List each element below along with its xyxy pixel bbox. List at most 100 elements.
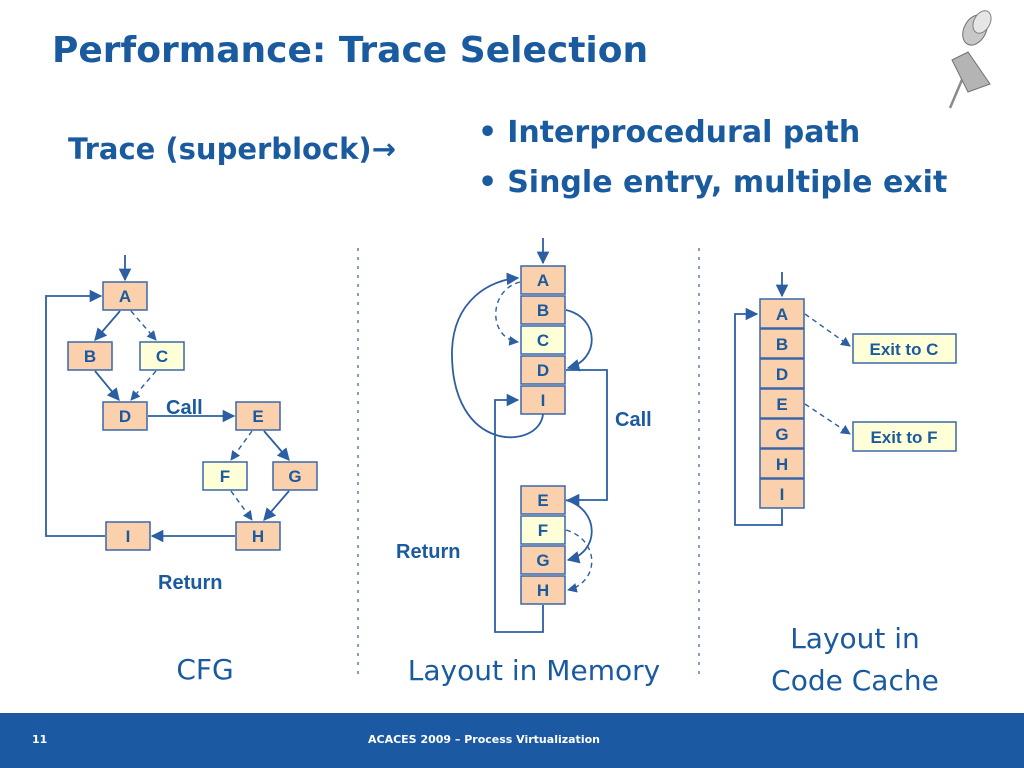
cache-block-h: H [759,448,805,479]
cfg-node-f: F [202,461,248,491]
cfg-node-g: G [272,461,318,491]
memory-block-g: G [520,545,566,575]
memory-layout: A B C D I E F G [396,238,660,687]
cfg-node-c: C [139,341,185,371]
cfg-caption: CFG [176,653,233,686]
node-label: G [288,467,301,486]
edge-loop-i-a [451,272,544,439]
cache-block-a: A [759,298,805,329]
edge-b-d [565,309,593,372]
memory-block-d: D [520,355,566,385]
bullet-list: • Interprocedural path • Single entry, mul… [478,110,947,210]
edge-return [494,393,544,633]
block-label: H [537,581,549,600]
node-label: E [252,407,263,426]
node-label: A [119,287,131,306]
pushpin-icon [948,10,992,109]
call-label: Call [166,397,203,419]
cfg-node-d: D [102,401,148,431]
cache-block-d: D [759,358,805,389]
cache-block-g: G [759,418,805,449]
cache-caption-line: Code Cache [771,664,939,697]
exit-stub-c: Exit to C [852,333,957,364]
trace-label: Trace (superblock)→ [68,132,396,166]
block-label: E [537,491,548,510]
node-label: H [252,527,264,546]
block-label: C [537,331,549,350]
edge-b-d [94,370,120,401]
bullet-dot: • [478,115,498,150]
edge-e-g [263,430,290,461]
block-label: E [776,395,787,414]
cfg-node-b: B [67,341,113,371]
cache-block-b: B [759,328,805,359]
edge-exit-c [804,313,851,347]
memory-caption: Layout in Memory [408,654,660,687]
right-arrow-icon: → [371,132,396,166]
edge-f-h [230,490,253,521]
cache-block-i: I [759,478,805,509]
slide-title: Performance: Trace Selection [52,30,649,71]
block-label: D [776,365,788,384]
edge-g-h [263,490,290,521]
memory-block-f: F [520,515,566,545]
edge-c-d [130,370,157,401]
call-label: Call [615,409,652,431]
edge-a-c [130,310,157,341]
code-cache-layout: A B D E G H I Exit to C [734,272,957,697]
edge-a-c [495,281,521,346]
exit-label: Exit to F [870,428,937,447]
bullet-text: Interprocedural path [507,115,861,150]
memory-block-a: A [520,265,566,295]
exit-stub-f: Exit to F [852,421,957,452]
cfg-diagram: A B C D E F G H [45,255,318,686]
edge-f-h [565,529,593,593]
node-label: C [156,347,168,366]
block-label: B [776,335,788,354]
block-label: A [537,271,549,290]
bullet-dot: • [478,165,498,200]
node-label: D [119,407,131,426]
block-label: H [776,455,788,474]
bullet-text: Single entry, multiple exit [507,165,948,200]
block-label: D [537,361,549,380]
edge-loop-i-a [45,289,105,537]
cache-caption-line: Layout in [790,622,920,655]
edge-e-f [230,430,253,461]
memory-block-b: B [520,295,566,325]
edge-a-b [94,310,121,341]
block-label: A [776,305,788,324]
footer-bar: 11 ACACES 2009 – Process Virtualization [0,713,1024,768]
footer-conference: ACACES 2009 – Process Virtualization [368,733,600,746]
cfg-node-a: A [102,281,148,311]
block-label: B [537,301,549,320]
cfg-node-i: I [105,521,151,551]
bullet-item: • Single entry, multiple exit [478,160,947,210]
block-label: G [536,551,549,570]
return-label: Return [158,572,222,594]
block-label: I [541,391,546,410]
memory-block-c: C [520,325,566,355]
cfg-node-e: E [235,401,281,431]
block-label: F [538,521,548,540]
edge-exit-f [804,403,851,435]
node-label: F [220,467,230,486]
node-label: I [126,527,131,546]
edge-call [566,369,608,507]
return-label: Return [396,541,460,563]
cfg-node-h: H [235,521,281,551]
cache-block-e: E [759,388,805,419]
trace-label-text: Trace (superblock) [68,132,372,166]
bullet-item: • Interprocedural path [478,110,947,160]
page-number: 11 [32,733,48,746]
trace-diagram: A B C D E F G H [45,10,992,697]
block-label: I [780,485,785,504]
edge-loop-i-a [734,307,783,526]
exit-label: Exit to C [870,340,939,359]
memory-block-h: H [520,575,566,605]
node-label: B [84,347,96,366]
memory-block-i: I [520,385,566,415]
edge-e-g [565,499,593,564]
block-label: G [775,425,788,444]
memory-block-e: E [520,485,566,515]
